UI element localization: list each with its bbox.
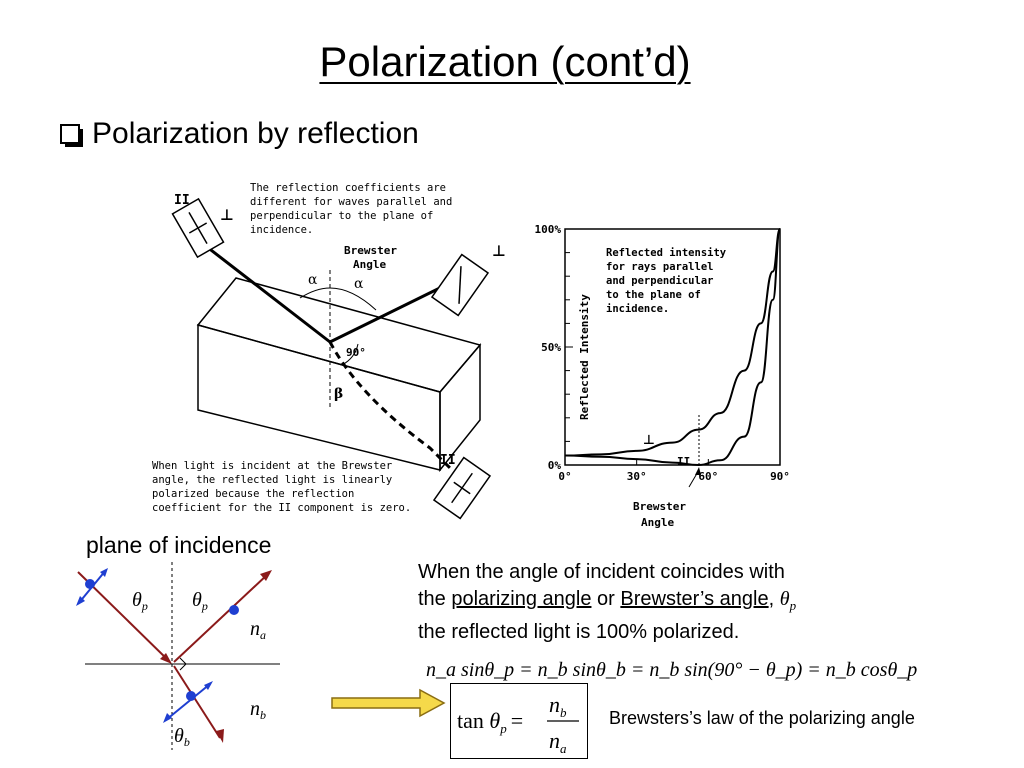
perp-curve-label: ⊥ — [643, 433, 655, 448]
brewster-angle-label-1: Brewster — [344, 244, 397, 257]
parallel-label-incident: II — [174, 193, 190, 208]
slab-front-face — [197, 324, 441, 471]
par-curve-label: II — [677, 455, 690, 468]
x-tick-label: 90° — [770, 470, 790, 483]
caption-top: The reflection coefficients are differen… — [250, 182, 453, 236]
perp-label-incident: ⊥ — [220, 206, 234, 224]
reflection-slab-diagram: II ⊥ ⊥ II α α 90° β Brewster Angle — [171, 193, 506, 520]
ninety-degree-label: 90° — [346, 346, 366, 359]
beta-label: β — [334, 386, 343, 402]
brewster-axis-label-1: Brewster — [633, 500, 686, 513]
brewster-description: When the angle of incident coincides wit… — [418, 559, 796, 646]
perp-label-reflected: ⊥ — [492, 242, 506, 260]
para-line-1: When the angle of incident coincides wit… — [418, 561, 785, 583]
refracted-polarization-arrow — [165, 683, 211, 721]
numerator: nb — [549, 692, 567, 720]
reflected-ray — [329, 280, 453, 344]
y-tick-label: 50% — [541, 341, 561, 354]
pol-arrowhead-2 — [100, 568, 108, 577]
plane-of-incidence-label: plane of incidence — [86, 532, 272, 558]
alpha-right-label: α — [354, 276, 364, 292]
refracted-ray — [328, 341, 454, 472]
y-tick-label: 0% — [548, 459, 562, 472]
snell-equation: n_a sinθ_p = n_b sinθ_b = n_b sin(90° − … — [426, 659, 918, 681]
bullet-text: Polarization by reflection — [92, 117, 419, 150]
x-tick-label: 60° — [698, 470, 718, 483]
reflected-polarization-box — [430, 253, 490, 317]
incident-polarization-box — [171, 197, 225, 259]
theta-p-symbol: θp — [779, 588, 797, 613]
chart-ticks: 100% 50% 0%0° 30° 60° 90° — [535, 223, 790, 483]
incident-arrowhead — [160, 653, 172, 664]
refracted-polarization-box — [432, 456, 492, 520]
brewster-pointer-head — [695, 467, 701, 475]
x-tick-label: 30° — [627, 470, 647, 483]
brewsters-angle-term: Brewster’s angle — [620, 588, 769, 610]
slide-title: Polarization (cont’d) — [319, 38, 691, 85]
yellow-arrow-icon — [331, 688, 446, 718]
reflected-dot — [229, 605, 239, 615]
theta-p-incident-label: θp — [132, 589, 148, 613]
n-b-label: nb — [250, 698, 266, 722]
y-axis-label: Reflected Intensity — [578, 294, 591, 420]
refracted-ray — [173, 665, 221, 739]
pol-arrowhead-3 — [163, 713, 172, 723]
pol-arrowhead-1 — [76, 596, 85, 606]
reflected-ray — [173, 573, 269, 663]
n-a-label: na — [250, 618, 266, 642]
ninety-arc — [341, 343, 359, 366]
denominator: na — [549, 728, 567, 756]
brewster-law-label: Brewsters’s law of the polarizing angle — [609, 708, 915, 728]
brewster-ray-diagram: θp θp na nb θb — [76, 562, 280, 750]
x-tick-label: 0° — [558, 470, 571, 483]
theta-p-reflected-label: θp — [192, 589, 208, 613]
para-line-3: the reflected light is 100% polarized. — [418, 621, 740, 643]
alpha-left-label: α — [308, 272, 318, 288]
incident-dot — [85, 579, 95, 589]
brewster-law-formula-box: tan θp= nb na — [450, 683, 588, 759]
refracted-arrowhead — [216, 729, 224, 743]
polarizing-angle-term: polarizing angle — [451, 588, 592, 610]
perp-curve — [564, 228, 781, 457]
bullet-item: Polarization by reflection — [60, 117, 419, 151]
reflected-arrowhead — [260, 570, 272, 581]
checkbox-bullet-icon — [60, 124, 83, 147]
alpha-arc-left — [299, 287, 331, 299]
tan-text: tan θp= — [457, 708, 523, 736]
parallel-curve — [564, 228, 781, 467]
para-line-2: the polarizing angle or Brewster’s angle… — [418, 588, 797, 613]
theta-b-label: θb — [174, 725, 190, 749]
caption-bottom: When light is incident at the Brewster a… — [152, 460, 412, 514]
slab-side-face — [439, 342, 481, 473]
parallel-label-refracted: II — [440, 453, 456, 468]
reflected-intensity-chart: 100% 50% 0%0° 30° 60° 90° ⊥ II Brewster Angle… — [535, 223, 790, 529]
y-tick-label: 100% — [535, 223, 562, 236]
chart-curves — [564, 228, 781, 467]
alpha-arc-right — [329, 287, 377, 311]
brewster-axis-label-2: Angle — [641, 516, 674, 529]
brewster-law-formula: tan θp= nb na — [457, 692, 579, 756]
graph-annotation: Reflected intensity for rays parallel an… — [606, 247, 727, 315]
pol-arrowhead-4 — [204, 681, 213, 690]
incident-ray — [197, 238, 331, 344]
brewster-angle-label-2: Angle — [353, 258, 386, 271]
right-angle-mark — [179, 657, 187, 671]
